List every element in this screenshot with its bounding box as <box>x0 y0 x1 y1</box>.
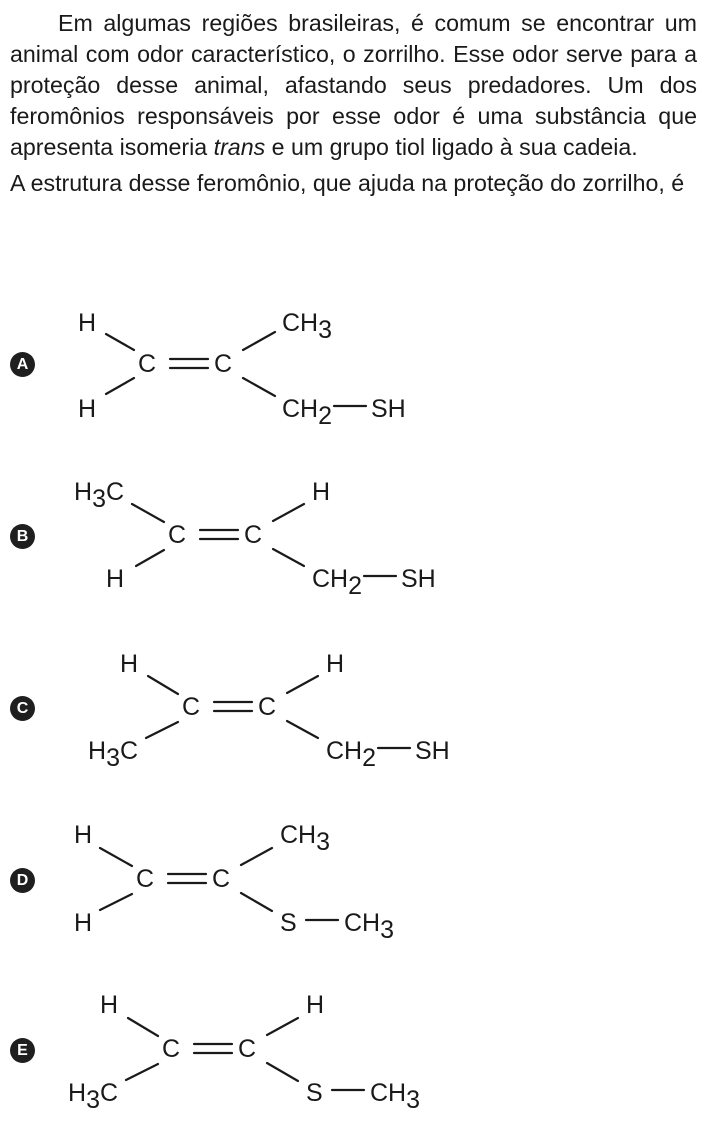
bond-line <box>285 719 320 740</box>
atom-bottom-left: H <box>74 909 92 937</box>
structure-e: H H3C C C H S CH3 <box>68 991 420 1114</box>
group-top-left: H3C <box>74 478 124 513</box>
bond-line <box>241 376 277 398</box>
bond-line <box>265 1016 300 1037</box>
bond-line <box>98 846 134 868</box>
carbon-right: C <box>238 1035 256 1063</box>
question-paragraph-1: Em algumas regiões brasileiras, é comum … <box>10 8 697 163</box>
atom-top-right: H <box>306 991 324 1019</box>
structure-a: H H C C CH3 CH2 SH <box>78 309 406 430</box>
option-letter-badge: C <box>10 696 35 721</box>
carbon-right: C <box>212 865 230 893</box>
group-bottom-left: H3C <box>68 1079 118 1114</box>
carbon-left: C <box>138 350 156 378</box>
option-b[interactable]: B H3C H C C H CH2 SH <box>0 470 705 620</box>
bond-line <box>126 1016 160 1038</box>
bond-line <box>124 1062 160 1082</box>
bond-line <box>265 1061 300 1083</box>
bond-line <box>98 892 134 912</box>
bond-line <box>241 330 277 352</box>
thiol-group: SH <box>401 565 436 593</box>
option-d[interactable]: D H H C C CH3 S CH3 <box>0 812 705 962</box>
group-bottom-right: CH2 <box>326 737 376 772</box>
methyl-group: CH3 <box>370 1079 420 1114</box>
carbon-left: C <box>162 1035 180 1063</box>
question-paragraph-2: A estrutura desse feromônio, que ajuda n… <box>10 170 685 196</box>
option-e[interactable]: E H H3C C C H S CH3 <box>0 982 705 1132</box>
atom-label: H <box>78 395 96 423</box>
question-stem: Em algumas regiões brasileiras, é comum … <box>10 8 697 199</box>
group-top-right: CH3 <box>282 309 332 344</box>
atom-top-left: H <box>120 650 138 678</box>
group-bottom-left: H3C <box>88 737 138 772</box>
bond-line <box>285 674 320 695</box>
option-a[interactable]: A H H C C CH3 CH2 SH <box>0 300 705 450</box>
structure-c: H H3C C C H CH2 SH <box>88 650 450 772</box>
paragraph-1-text-b: e um grupo tiol ligado à sua cadeia. <box>265 134 638 160</box>
atom-top-right: H <box>312 478 330 506</box>
sulfur-atom: S <box>280 909 297 937</box>
carbon-left: C <box>182 693 200 721</box>
bond-line <box>239 846 274 867</box>
atom-top-left: H <box>78 309 96 337</box>
atom-top-left: H <box>74 821 92 849</box>
atom-label: H <box>78 309 96 337</box>
bond-line <box>146 674 180 696</box>
option-letter-badge: B <box>10 524 35 549</box>
group-bottom-right: CH2 <box>312 565 362 600</box>
bond-line <box>271 502 306 523</box>
structure-d: H H C C CH3 S CH3 <box>74 821 394 944</box>
atom-bottom-left: H <box>106 565 124 593</box>
atom-top-right: H <box>326 650 344 678</box>
carbon-right: C <box>214 350 232 378</box>
sulfur-atom: S <box>306 1079 323 1107</box>
bond-line <box>104 376 136 396</box>
bond-line <box>104 332 136 352</box>
structure-b: H3C H C C H CH2 SH <box>74 478 436 600</box>
atom-top-left: H <box>100 991 118 1019</box>
carbon-left: C <box>136 865 154 893</box>
group-top-right: CH3 <box>280 821 330 856</box>
option-letter-badge: E <box>10 1038 35 1063</box>
bond-line <box>239 891 274 913</box>
bond-line <box>134 548 166 568</box>
paragraph-1-text-a: Em algumas regiões brasileiras, é comum … <box>10 10 697 160</box>
atom-bottom-left: H <box>78 395 96 423</box>
italic-trans: trans <box>213 134 266 160</box>
methyl-group: CH3 <box>344 909 394 944</box>
bond-line <box>144 720 180 740</box>
option-letter-badge: A <box>10 352 35 377</box>
thiol-group: SH <box>415 737 450 765</box>
bond-line <box>271 547 306 568</box>
bond-line <box>130 502 166 524</box>
group-bottom-right: CH2 <box>282 395 332 430</box>
carbon-right: C <box>258 693 276 721</box>
carbon-right: C <box>244 521 262 549</box>
thiol-group: SH <box>371 395 406 423</box>
option-c[interactable]: C H H3C C C H CH2 SH <box>0 642 705 792</box>
option-letter-badge: D <box>10 868 35 893</box>
carbon-left: C <box>168 521 186 549</box>
